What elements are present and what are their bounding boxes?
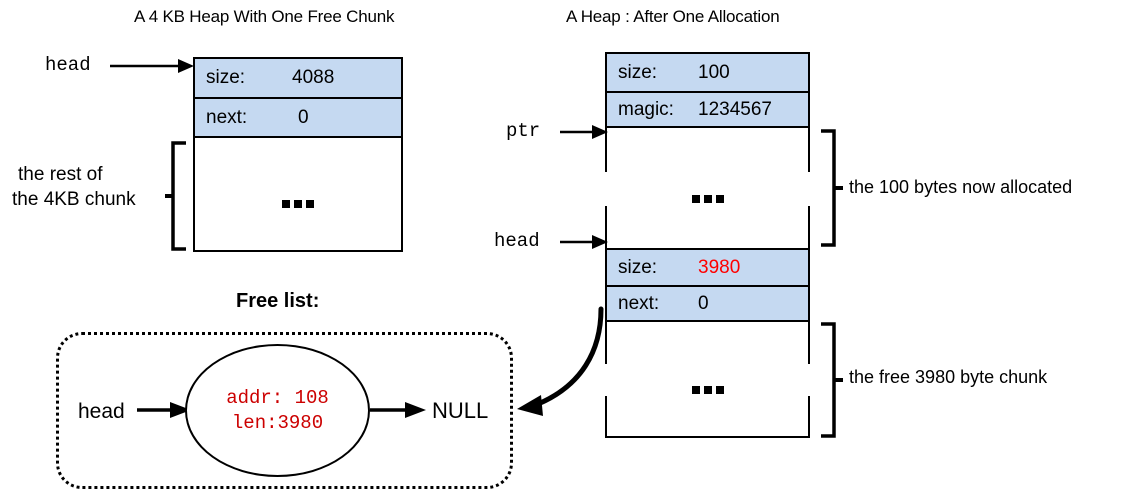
right-edge-lower [401,210,403,250]
right-heap-alloc-bracket-label: the 100 bytes now allocated [849,177,1073,197]
free-bottom-edge [605,436,810,438]
right-heap-title: A Heap : After One Allocation [566,7,780,26]
free-list-next-arrow-icon [370,402,426,418]
alloc-left-edge-lower [605,206,607,248]
right-heap-free-body-area [605,324,810,438]
right-heap-alloc-size-row: size: 100 [607,54,808,93]
right-heap-alloc-magic-key: magic: [618,98,674,120]
right-heap-alloc-body-area [605,130,810,248]
left-heap-next-key: next: [206,106,248,128]
left-heap-bracket-icon [165,141,186,251]
alloc-left-edge-upper [605,130,607,172]
right-heap-free-ellipsis [605,372,810,398]
free-right-edge-lower [808,396,810,438]
left-heap-bracket-label-line1: the rest of [18,164,103,185]
left-heap-body-area [193,138,403,250]
right-heap-free-size-row: size: 3980 [607,250,808,287]
right-heap-free-bracket-label: the free 3980 byte chunk [849,367,1048,387]
left-heap-next-row: next: 0 [195,99,401,138]
right-heap-alloc-magic-row: magic: 1234567 [607,93,808,128]
free-list-node-len: len:3980 [231,411,324,434]
right-heap-free-next-row: next: 0 [607,287,808,322]
free-left-edge-lower [605,396,607,438]
left-heap-size-row: size: 4088 [195,59,401,99]
left-heap-next-value: 0 [298,106,309,128]
left-heap-chunk-box: size: 4088 next: 0 [193,57,403,252]
free-list-head-label: head [78,400,125,423]
right-heap-alloc-size-value: 100 [698,61,730,83]
left-edge-lower [193,210,195,250]
right-heap-alloc-bracket-icon [821,129,843,247]
left-heap-head-arrow-icon [110,59,194,73]
right-heap-free-next-key: next: [618,292,660,314]
alloc-right-edge-lower [808,206,810,248]
right-heap-ptr-label: ptr [506,120,541,142]
left-heap-ellipsis [195,186,401,212]
right-heap-alloc-ellipsis [605,181,810,207]
free-list-node: addr: 108 len:3980 [185,344,370,477]
left-heap-bracket-label-line2: the 4KB chunk [12,189,136,210]
left-edge-upper [193,138,195,178]
free-right-edge-upper [808,324,810,364]
right-edge-upper [401,138,403,178]
right-heap-alloc-magic-value: 1234567 [698,98,772,120]
right-heap-free-bracket-icon [821,322,843,438]
right-heap-free-size-value: 3980 [698,256,741,278]
free-chunk-to-free-list-arrow-icon [517,306,604,416]
free-list-head-arrow-icon [137,402,191,418]
right-heap-free-next-value: 0 [698,292,709,314]
right-heap-head-label: head [494,230,540,252]
free-left-edge-upper [605,324,607,364]
right-heap-free-size-key: size: [618,256,658,278]
left-heap-size-value: 4088 [292,67,335,88]
right-heap-alloc-header-box: size: 100 magic: 1234567 [605,52,810,130]
free-list-null-label: NULL [432,398,489,423]
right-heap-alloc-size-key: size: [618,61,658,83]
alloc-right-edge-upper [808,130,810,172]
right-heap-free-header-box: size: 3980 next: 0 [605,248,810,324]
right-heap-ptr-arrow-icon [560,125,608,139]
left-heap-title: A 4 KB Heap With One Free Chunk [134,7,395,26]
right-heap-head-arrow-icon [560,235,608,249]
left-heap-head-label: head [45,54,91,76]
free-list-node-addr: addr: 108 [226,387,329,410]
left-heap-size-key: size: [206,67,246,88]
free-list-title: Free list: [236,290,320,312]
